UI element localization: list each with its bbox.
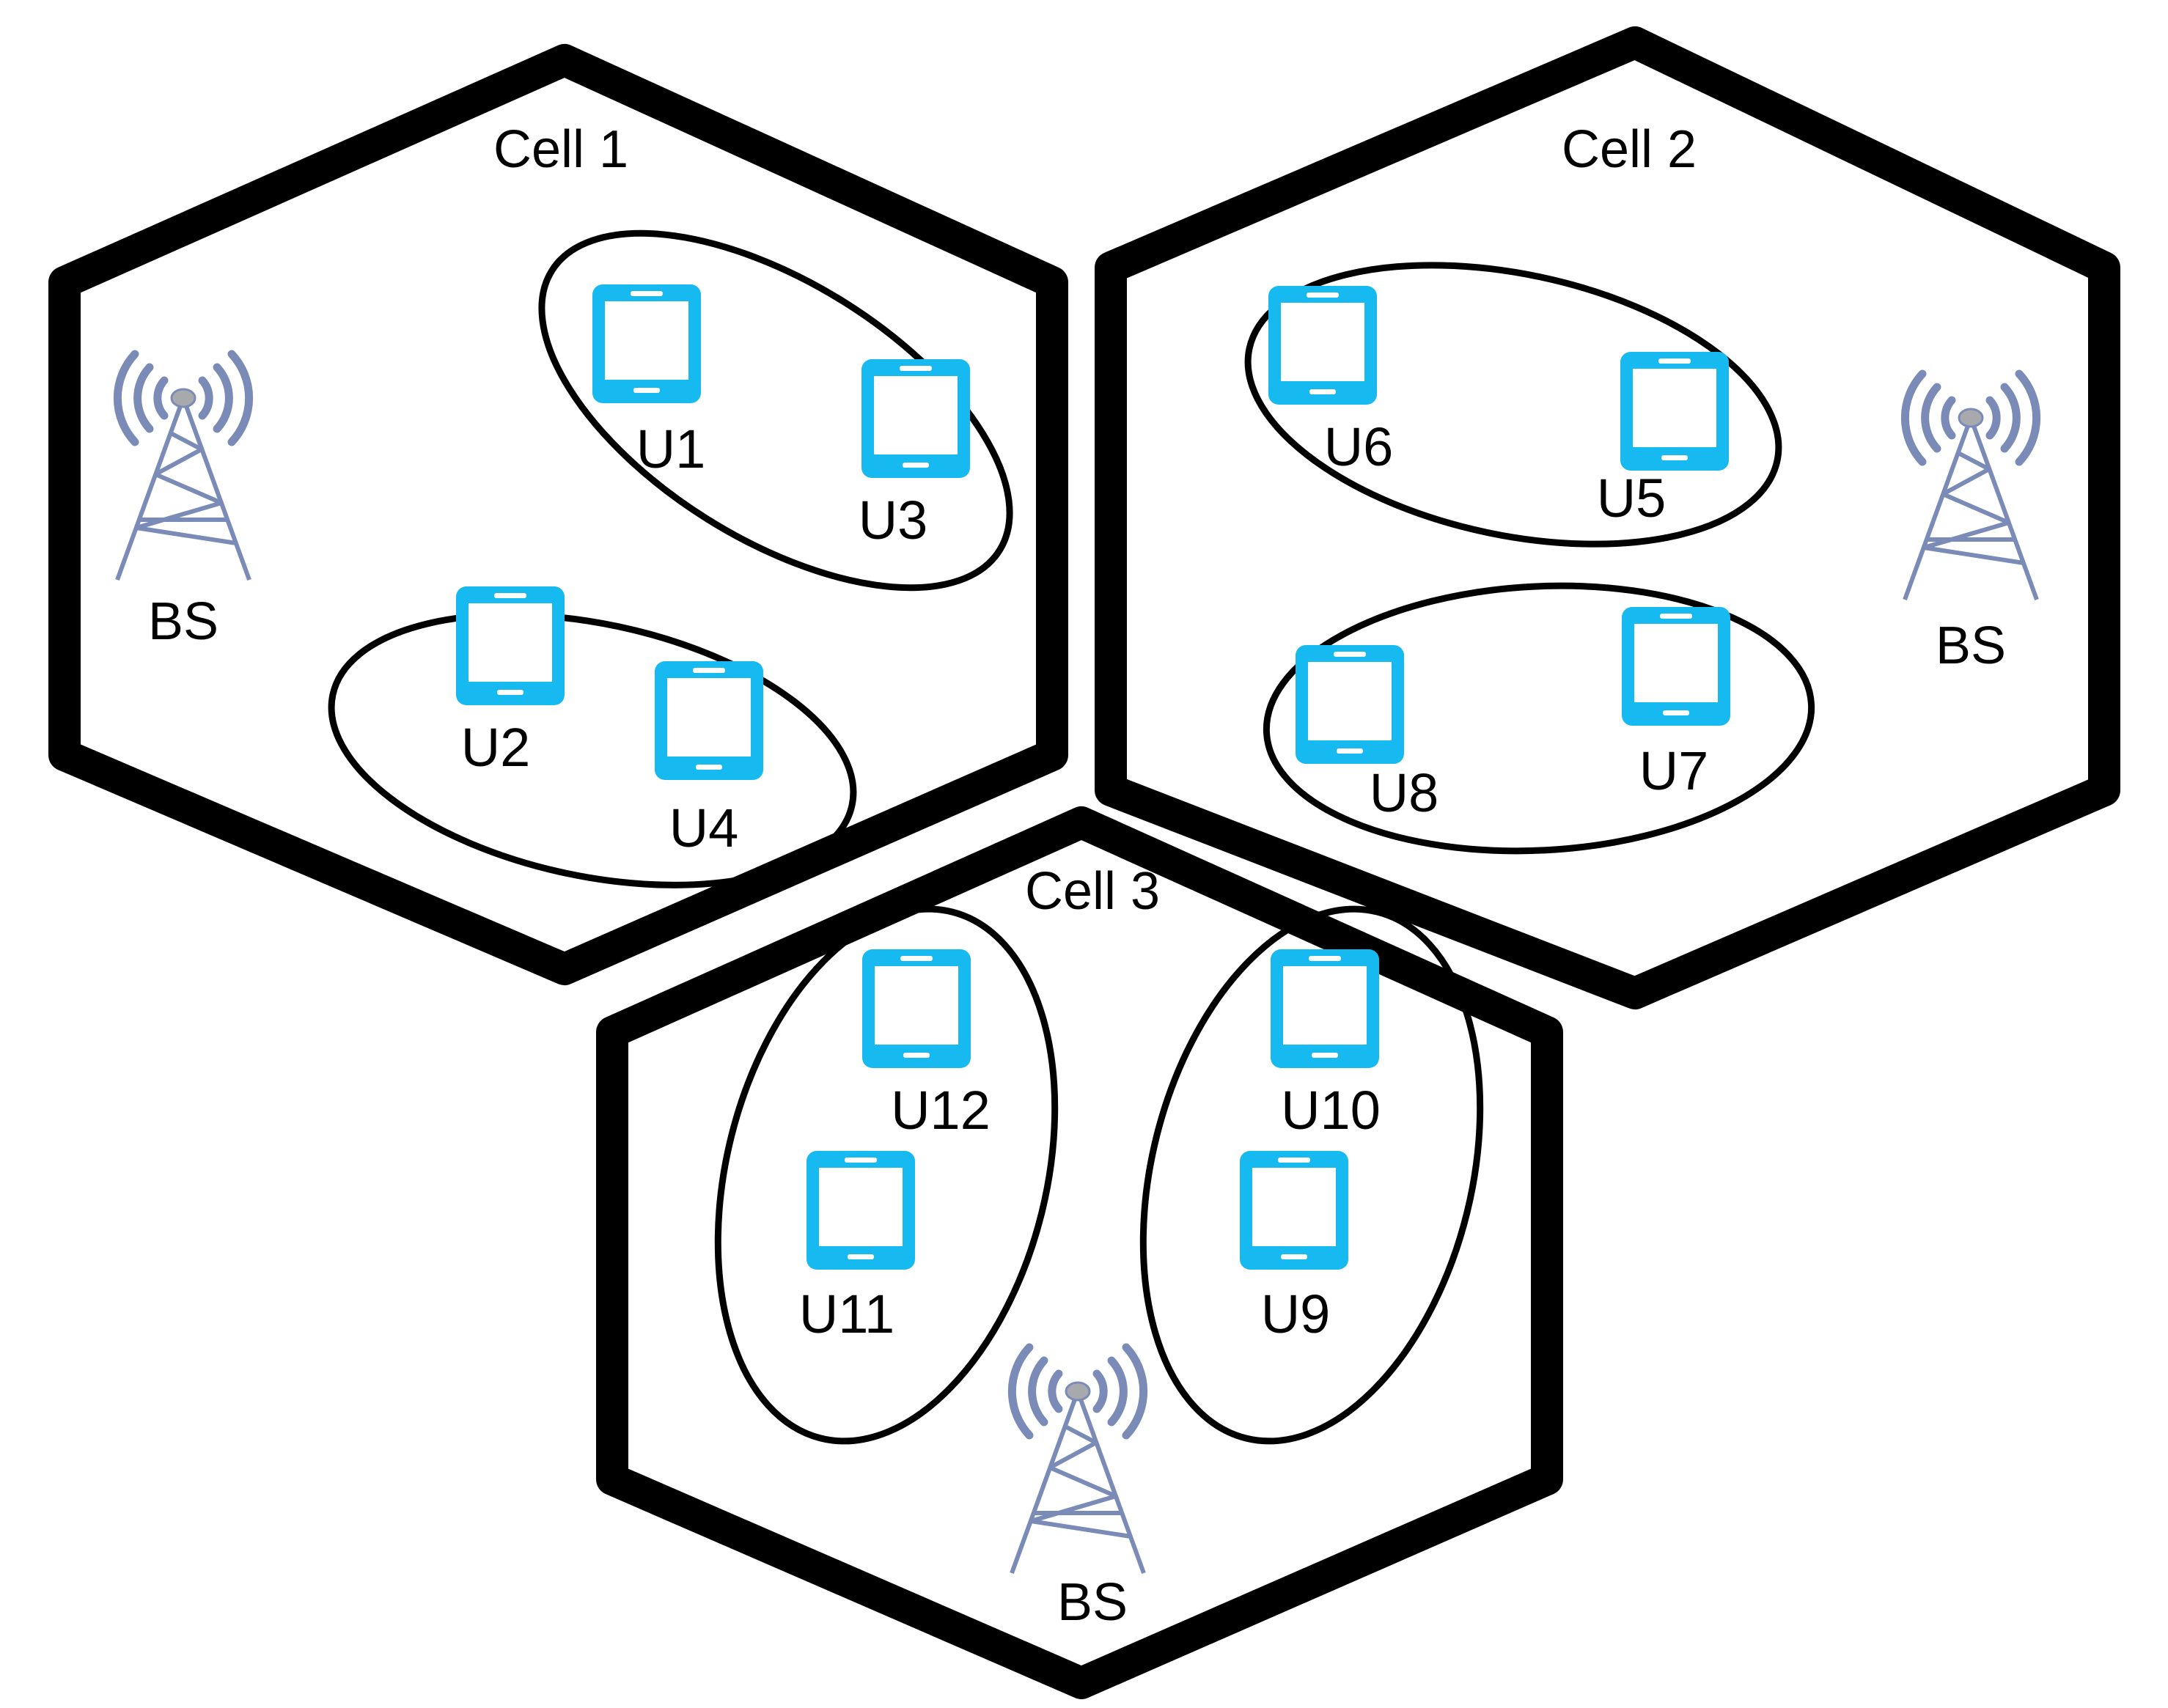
user-device-u1: U1	[592, 284, 705, 479]
bs-label-cell-1: BS	[148, 592, 218, 651]
cell-3-title: Cell 3	[1025, 862, 1160, 921]
cell-3-cluster-a	[714, 905, 1059, 1445]
user-label-u10: U10	[1281, 1080, 1381, 1141]
user-label-u2: U2	[461, 717, 531, 778]
cell-2-title: Cell 2	[1562, 120, 1697, 179]
user-label-u9: U9	[1261, 1284, 1331, 1344]
cell-1: Cell 1	[48, 44, 1068, 985]
cell-3: Cell 3	[596, 806, 1563, 1699]
user-device-u9: U9	[1240, 1151, 1348, 1344]
tablet-icon	[1296, 645, 1404, 764]
cell-2-cluster-b	[1263, 582, 1815, 855]
tablet-icon	[1271, 949, 1379, 1068]
user-label-u12: U12	[891, 1080, 991, 1141]
base-station-cell-2: BS	[1905, 374, 2037, 675]
user-device-u5: U5	[1597, 352, 1729, 529]
cell-1-cluster-a	[538, 229, 1013, 592]
user-label-u3: U3	[859, 490, 928, 551]
cell-1-hexagon	[48, 44, 1068, 985]
base-station-cell-3: BS	[1012, 1347, 1144, 1632]
user-label-u6: U6	[1324, 416, 1394, 477]
cell-3-cluster-b	[1139, 905, 1484, 1445]
bs-label-cell-2: BS	[1936, 616, 2006, 675]
tablet-icon	[1240, 1151, 1348, 1270]
bs-label-cell-3: BS	[1057, 1573, 1128, 1632]
user-label-u4: U4	[669, 798, 739, 858]
user-label-u1: U1	[636, 419, 706, 479]
tablet-icon	[806, 1151, 915, 1270]
user-label-u5: U5	[1597, 468, 1667, 529]
user-device-u6: U6	[1268, 286, 1393, 477]
cell-1-cluster-b	[328, 611, 857, 888]
cell-2-cluster-a	[1244, 262, 1782, 548]
cell-3-hexagon	[596, 806, 1563, 1699]
user-device-u4: U4	[655, 661, 763, 858]
user-device-u2: U2	[456, 586, 565, 778]
tablet-icon	[456, 586, 565, 705]
user-device-u7: U7	[1622, 607, 1730, 801]
user-device-u12: U12	[862, 949, 991, 1141]
base-station-cell-1: BS	[117, 354, 249, 651]
tablet-icon	[862, 949, 971, 1068]
tablet-icon	[1620, 352, 1729, 471]
tablet-icon	[861, 359, 970, 478]
user-device-u8: U8	[1296, 645, 1438, 823]
user-label-u11: U11	[799, 1284, 894, 1344]
user-label-u7: U7	[1639, 740, 1709, 801]
user-device-u10: U10	[1271, 949, 1381, 1141]
tablet-icon	[655, 661, 763, 780]
tablet-icon	[1268, 286, 1377, 405]
user-label-u8: U8	[1370, 762, 1439, 823]
user-device-u3: U3	[859, 359, 970, 551]
tablet-icon	[1622, 607, 1730, 726]
user-device-u11: U11	[799, 1151, 915, 1344]
tablet-icon	[592, 284, 701, 403]
cell-1-title: Cell 1	[493, 120, 628, 179]
